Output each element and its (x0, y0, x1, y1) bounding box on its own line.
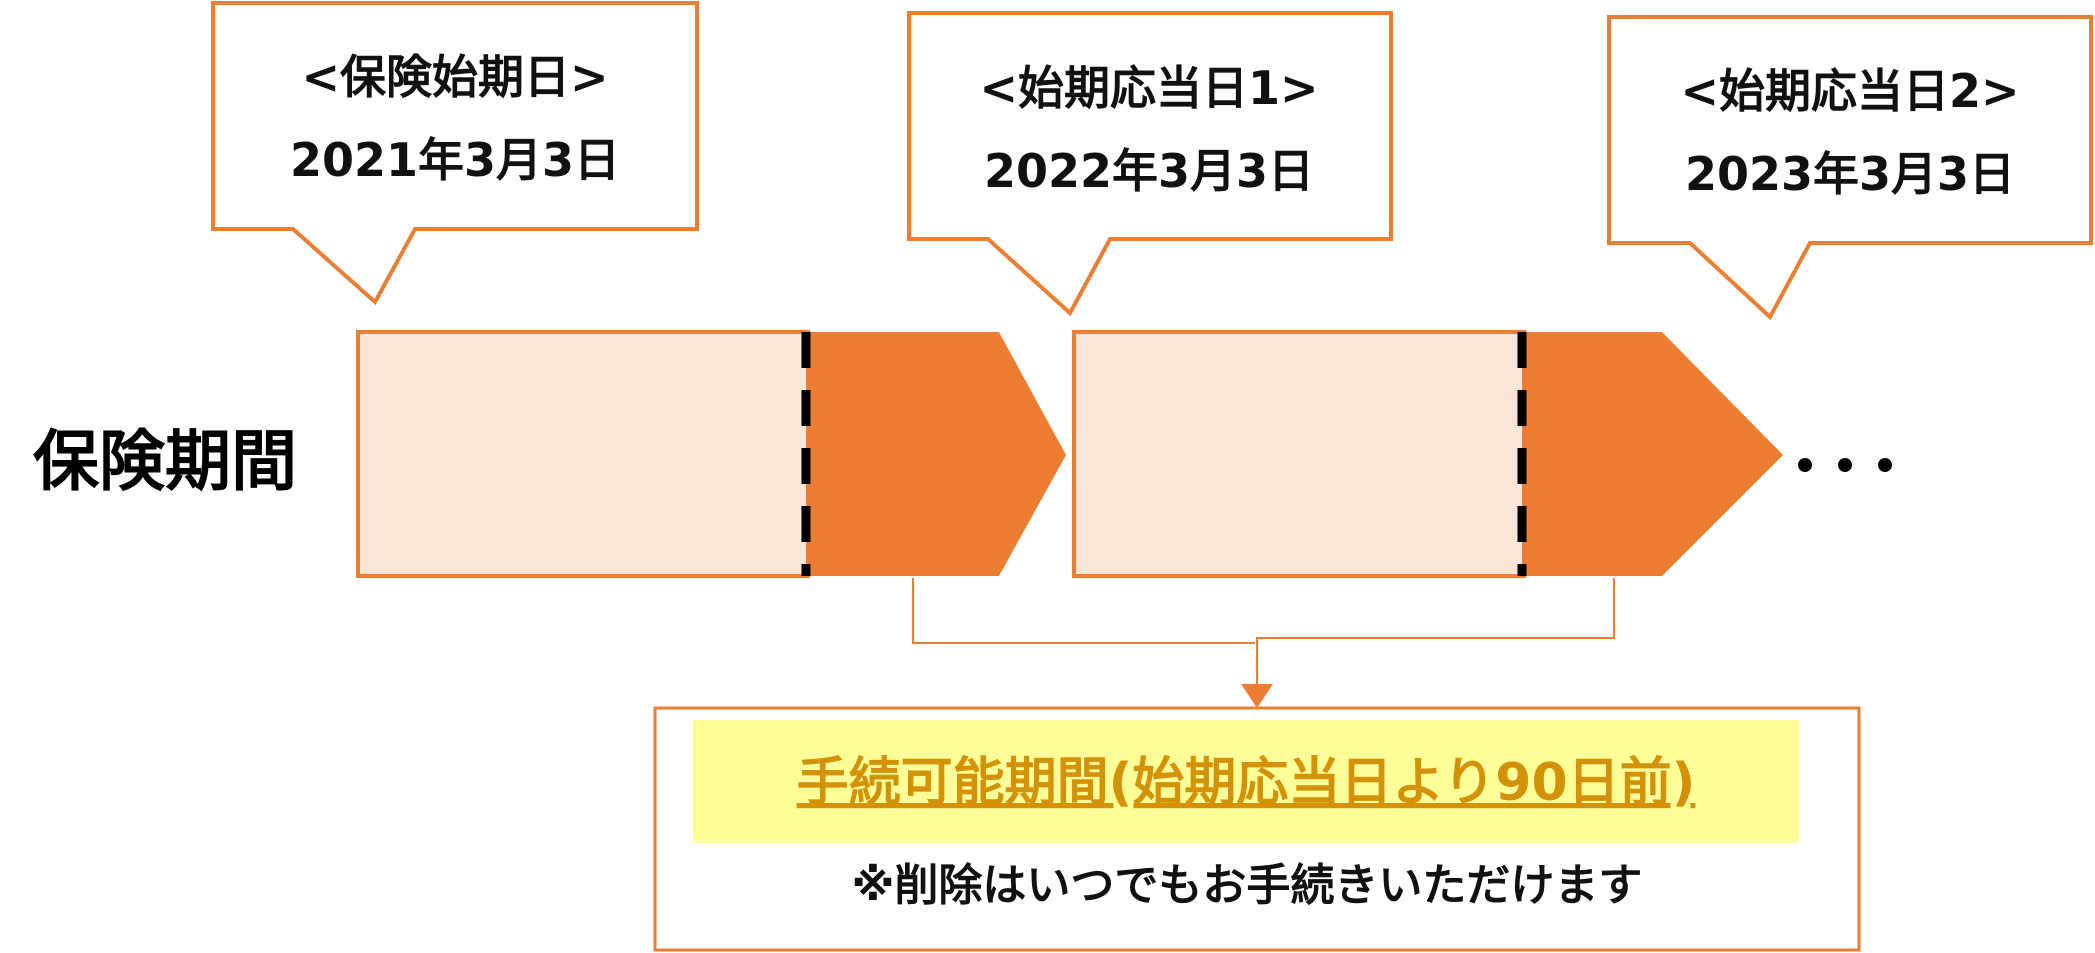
row-label: 保険期間 (33, 423, 297, 500)
callout-heading: <始期応当日2> (1680, 64, 2019, 118)
callout-heading: <保険始期日> (301, 50, 608, 104)
regular-period-segment (356, 330, 810, 578)
callout-anniversary-2: <始期応当日2> 2023年3月3日 (1607, 15, 2093, 321)
ellipsis-dot (1838, 458, 1852, 472)
callout-policy-start: <保険始期日> 2021年3月3日 (211, 1, 699, 306)
policy-year-1-bar (356, 330, 1066, 578)
callout-bubble (211, 1, 699, 306)
deletion-note: ※削除はいつでもお手続きいただけます (852, 860, 1643, 911)
callout-date: 2023年3月3日 (1685, 147, 2015, 201)
callout-date: 2022年3月3日 (984, 144, 1314, 198)
procedure-window-segment (1522, 332, 1783, 576)
connector-line-right (1256, 578, 1615, 688)
procedure-window-segment (806, 332, 1066, 576)
procedure-window-box: 手続可能期間(始期応当日より90日前) ※削除はいつでもお手続きいただけます (653, 706, 1861, 952)
ellipsis-dot (1878, 458, 1892, 472)
callout-bubble (1607, 15, 2093, 321)
procedure-window-connector (912, 578, 1615, 708)
policy-year-2-bar (1072, 330, 1783, 578)
ellipsis-dot (1798, 458, 1812, 472)
procedure-period-title: 手続可能期間(始期応当日より90日前) (797, 753, 1696, 813)
connector-arrowhead (1241, 684, 1273, 708)
callout-bubble (907, 11, 1393, 317)
callout-anniversary-1: <始期応当日1> 2022年3月3日 (907, 11, 1393, 317)
callout-date: 2021年3月3日 (290, 133, 620, 187)
connector-line-left (912, 578, 1255, 644)
continuation-ellipsis (1798, 458, 1892, 472)
callout-heading: <始期応当日1> (979, 61, 1318, 115)
procedure-title-highlight (693, 720, 1799, 843)
regular-period-segment (1072, 330, 1526, 578)
